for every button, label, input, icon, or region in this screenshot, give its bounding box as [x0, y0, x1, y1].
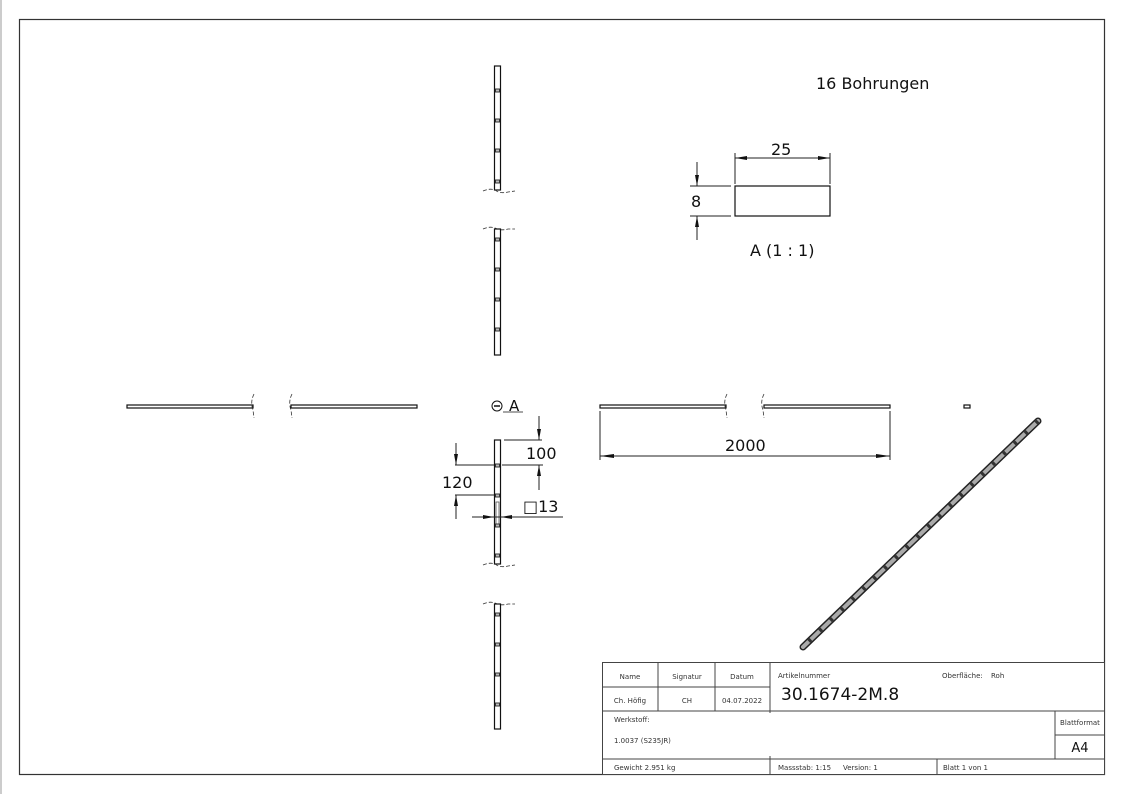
weight: Gewicht 2.951 kg [614, 764, 675, 772]
scale: Massstab: 1:15 [778, 764, 831, 772]
holes-note: 16 Bohrungen [816, 74, 929, 93]
drafter-signature: CH [682, 697, 692, 705]
isometric-view [799, 417, 1042, 651]
hole-pitch-dim: 120 [442, 473, 473, 492]
section-view-a: 25 8 A (1 : 1) [690, 140, 831, 260]
top-view-left [126, 393, 418, 419]
signature-header: Signatur [672, 673, 702, 681]
name-header: Name [620, 673, 641, 681]
article-label: Artikelnummer [778, 672, 830, 680]
title-block: Name Signatur Datum Ch. Höfig CH 04.07.2… [602, 662, 1105, 775]
top-view-right: 2000 [599, 393, 891, 460]
sheet-format-label: Blattformat [1060, 719, 1100, 727]
section-marker-label: A [509, 397, 520, 415]
surface-label: Oberfläche: [942, 672, 983, 680]
sheet-number: Blatt 1 von 1 [943, 764, 988, 772]
surface-value: Roh [991, 672, 1004, 680]
sheet-format-value: A4 [1071, 741, 1088, 756]
material-label: Werkstoff: [614, 716, 650, 724]
front-view-vertical [482, 65, 516, 730]
first-hole-dim: 100 [526, 444, 557, 463]
section-marker-a: A [491, 397, 523, 415]
article-number: 30.1674-2M.8 [781, 685, 899, 705]
end-view [963, 404, 971, 409]
hole-size-dim: □13 [523, 497, 558, 516]
hole-dimensions: 100 120 □13 [442, 416, 563, 519]
drafter-name: Ch. Höfig [614, 697, 646, 705]
drawing-frame [18, 18, 1106, 776]
section-height-dim: 8 [691, 192, 701, 211]
section-width-dim: 25 [771, 140, 791, 159]
length-dim: 2000 [725, 436, 766, 455]
date-header: Datum [730, 673, 754, 681]
section-profile [734, 185, 831, 217]
section-view-label: A (1 : 1) [750, 241, 814, 260]
material-value: 1.0037 (S235JR) [614, 737, 671, 745]
drawing-date: 04.07.2022 [722, 697, 762, 705]
version: Version: 1 [843, 764, 878, 772]
